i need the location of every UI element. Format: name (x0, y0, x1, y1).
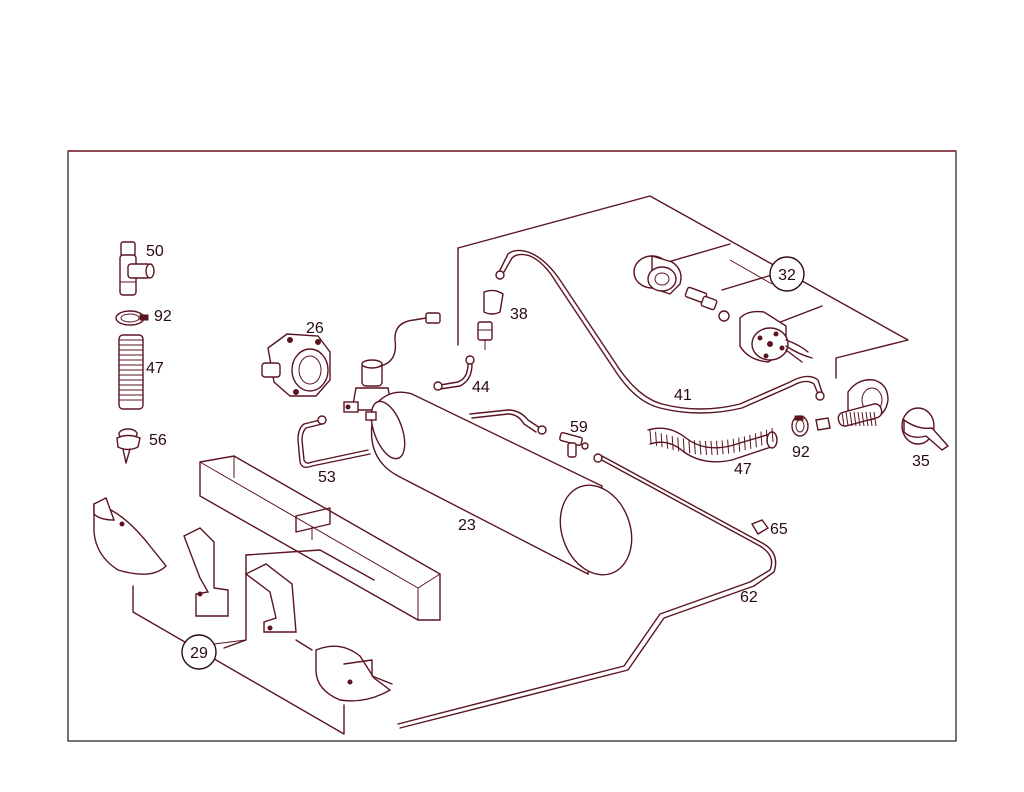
line-clip-part (750, 519, 770, 535)
hose-rib (721, 440, 724, 455)
small-fitting-part (815, 417, 831, 431)
tee-connector-part (119, 241, 155, 296)
label-50: 50 (146, 243, 164, 260)
label-92-left: 92 (154, 308, 172, 325)
label-92-right: 92 (792, 444, 810, 461)
label-56: 56 (149, 432, 167, 449)
hose-rib (727, 439, 730, 454)
hose-rib (699, 440, 702, 455)
pressure-switch-part (477, 289, 504, 350)
label-44: 44 (472, 379, 490, 396)
diagram-frame (67, 150, 957, 742)
hose-rib (649, 429, 652, 445)
t-fitting-part (559, 432, 589, 458)
nozzle-part (116, 428, 141, 464)
label-47-right: 47 (734, 461, 752, 478)
hose-rib (710, 440, 713, 456)
hose-rib (738, 437, 741, 452)
hose-rib (765, 429, 768, 444)
hose-rib (861, 411, 865, 427)
hose-rib (771, 427, 774, 443)
valve-housing-part (261, 333, 331, 397)
hose-clamp-right-part (791, 415, 809, 437)
small-pipe-part (433, 355, 475, 391)
compressor-group-part (633, 255, 813, 363)
hose-rib (849, 411, 853, 427)
hose-rib (749, 434, 752, 449)
label-35: 35 (912, 453, 930, 470)
label-65: 65 (770, 521, 788, 538)
hose-rib (873, 411, 877, 427)
hose-rib (688, 439, 691, 454)
hose-rib (845, 411, 849, 427)
hose-rib (754, 433, 757, 448)
corrugated-hose-right-part (647, 427, 778, 463)
hose-rib (677, 437, 680, 452)
round-filter-part (901, 407, 950, 451)
air-tank-part (365, 391, 633, 576)
label-41: 41 (674, 387, 692, 404)
hose-rib (660, 433, 663, 448)
hose-rib (841, 411, 845, 427)
hose-rib (857, 411, 861, 427)
hose-rib (671, 436, 674, 451)
hose-rib (655, 431, 658, 446)
hose-rib (704, 440, 707, 456)
label-59: 59 (570, 419, 588, 436)
compressor-bolts (757, 331, 785, 359)
mounting-panel-upper (457, 195, 909, 379)
label-32: 32 (778, 267, 796, 284)
callout-32: 32 (769, 256, 805, 292)
hose-rib (743, 436, 746, 451)
bent-pipe-part (297, 415, 371, 469)
label-26: 26 (306, 320, 324, 337)
hose-rib (716, 440, 719, 455)
label-29: 29 (190, 645, 208, 662)
label-62: 62 (740, 589, 758, 606)
label-53: 53 (318, 469, 336, 486)
label-38: 38 (510, 306, 528, 323)
channel-tray-part (199, 455, 441, 621)
hose-elbow-part (837, 379, 889, 427)
long-pipe-part (495, 249, 825, 414)
hose-rib (865, 411, 869, 427)
hose-rib (853, 411, 857, 427)
long-line-part (397, 453, 777, 729)
hose-rib (869, 411, 873, 427)
tank-pipe-part (469, 409, 547, 435)
hose-rib (666, 434, 669, 449)
label-23: 23 (458, 517, 476, 534)
leader-lines (213, 259, 773, 645)
callout-29: 29 (181, 634, 217, 670)
hose-rib (693, 440, 696, 455)
hose-rib (732, 438, 735, 453)
label-47-left: 47 (146, 360, 164, 377)
corrugated-hose-part (118, 334, 144, 410)
hose-clamp-part (115, 310, 149, 326)
hose-rib (682, 438, 685, 453)
hose-rib (760, 431, 763, 446)
